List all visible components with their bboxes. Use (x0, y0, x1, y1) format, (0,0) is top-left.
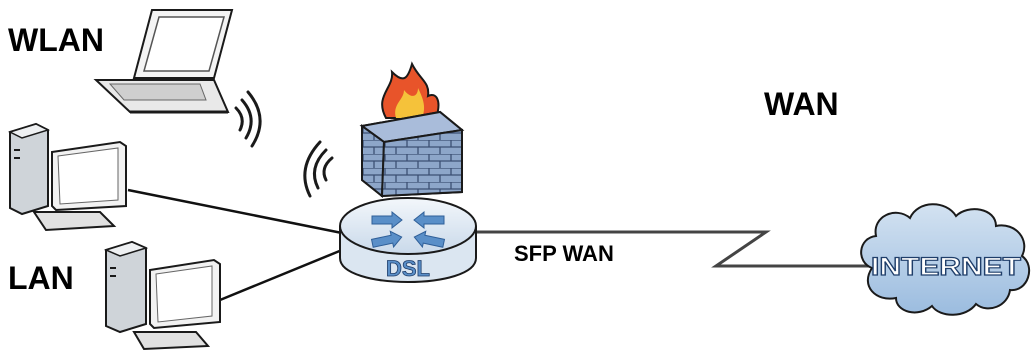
cloud-label: INTERNET (871, 253, 1021, 281)
firewall-icon (362, 64, 462, 196)
desktop-computer-icon-2 (106, 242, 220, 349)
desktop-computer-icon (10, 124, 126, 230)
sfp-wan-label: SFP WAN (514, 243, 614, 265)
router-icon: DSL (340, 198, 476, 282)
lan-label: LAN (8, 262, 74, 294)
laptop-icon (96, 10, 232, 112)
wifi-signal-icon (236, 92, 332, 196)
wan-label: WAN (764, 88, 839, 120)
wlan-label: WLAN (8, 24, 104, 56)
router-label: DSL (386, 256, 430, 281)
internet-cloud-icon: INTERNET (861, 204, 1029, 315)
lan-link-bottom (220, 250, 342, 300)
